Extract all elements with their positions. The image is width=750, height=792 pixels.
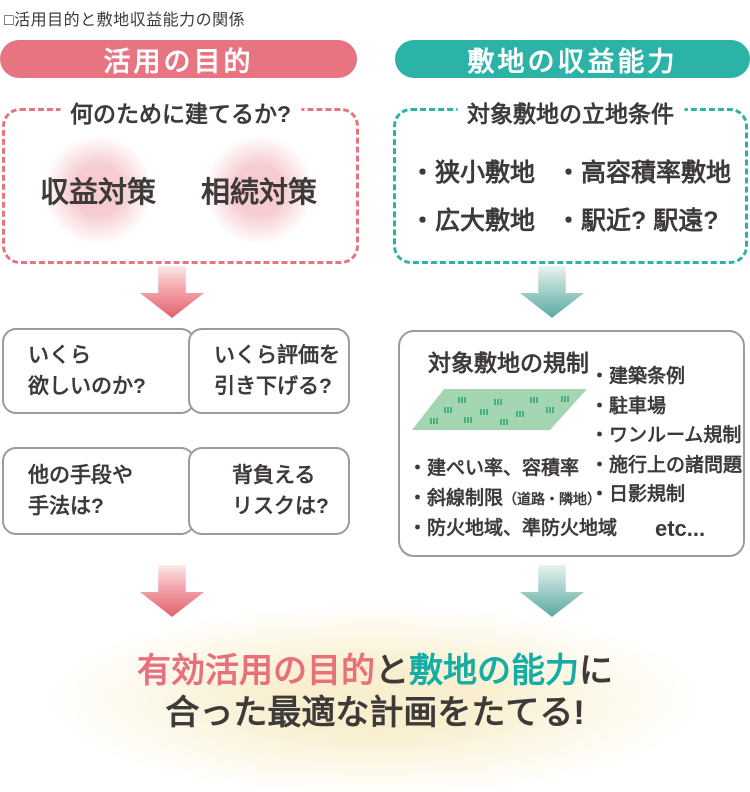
down-arrow-teal-icon: [520, 266, 584, 318]
question-line: リスクは?: [232, 495, 329, 518]
question-line: 欲しいのか?: [28, 375, 146, 398]
regulation-item: ・建ぺい率、容積率: [408, 458, 580, 479]
conclusion-line-1: 有効活用の目的と敷地の能力に: [137, 652, 613, 690]
question-box-bearable-risk: 背負える リスクは?: [188, 447, 350, 535]
header-utilization-purpose: 活用の目的: [0, 40, 357, 78]
conclusion-purpose-phrase: 有効活用の目的: [137, 652, 375, 690]
question-box-how-much-want: いくら 欲しいのか?: [2, 328, 195, 414]
highlight-glow: [0, 598, 750, 792]
regulation-list-right: ・建築条例 ・駐車場 ・ワンルーム規制 ・施行上の諸問題 ・日影規制: [590, 362, 742, 510]
bubble-profit-label: 収益対策: [40, 177, 157, 209]
question-box-other-methods: 他の手段や 手法は?: [2, 447, 195, 535]
bubble-inheritance-measures: 相続対策: [201, 135, 318, 245]
question-line: 手法は?: [28, 495, 104, 518]
site-regulations-box: 対象敷地の規制 ・建ぺい率、容積率 ・斜線制限（道路・隣地） ・防火地域、準防火…: [398, 330, 745, 557]
question-line: 他の手段や: [28, 464, 133, 487]
page-title: □活用目的と敷地収益能力の関係: [4, 12, 246, 29]
question-line: いくら評価を: [214, 344, 340, 367]
question-line: 背負える: [232, 464, 316, 487]
condition-high-far-site: ・高容積率敷地: [556, 159, 732, 187]
site-conditions-dashed-box: 対象敷地の立地条件 ・狭小敷地 ・高容積率敷地 ・広大敷地 ・駅近? 駅遠?: [393, 95, 748, 264]
condition-station-distance: ・駅近? 駅遠?: [556, 207, 719, 235]
regulation-item: ・防火地域、準防火地域: [408, 518, 618, 539]
question-line: 引き下げる?: [214, 375, 332, 398]
regulation-item: ・日影規制: [590, 484, 686, 505]
bubble-profit-measures: 収益対策: [40, 135, 157, 245]
purpose-dashed-label: 何のために建てるか?: [59, 95, 302, 129]
question-box-lower-valuation: いくら評価を 引き下げる?: [188, 328, 350, 414]
conclusion-text: 有効活用の目的と敷地の能力に 合った最適な計画をたてる!: [0, 650, 750, 734]
question-line: いくら: [28, 344, 91, 367]
regulation-item: ・ワンルーム規制: [590, 425, 742, 446]
down-arrow-pink-icon: [140, 266, 204, 318]
condition-small-site: ・狭小敷地: [410, 159, 536, 187]
conclusion-capacity-phrase: 敷地の能力: [409, 652, 579, 690]
condition-large-site: ・広大敷地: [410, 207, 536, 235]
regulation-etc-label: etc...: [655, 516, 706, 541]
regulation-item: ・斜線制限（道路・隣地）: [408, 488, 602, 509]
conclusion-line-2: 合った最適な計画をたてる!: [165, 694, 585, 732]
bubble-inheritance-label: 相続対策: [201, 177, 318, 209]
regulation-item: ・駐車場: [590, 395, 667, 417]
purpose-dashed-box: 何のために建てるか? 収益対策 相続対策: [2, 95, 359, 264]
land-plot-icon: [412, 389, 587, 430]
regulation-list-left: ・建ぺい率、容積率 ・斜線制限（道路・隣地） ・防火地域、準防火地域: [408, 454, 617, 544]
regulation-item: ・施行上の諸問題: [590, 454, 743, 476]
regulation-item: ・建築条例: [590, 366, 686, 387]
header-site-earning-capacity: 敷地の収益能力: [395, 40, 750, 78]
site-regulations-title: 対象敷地の規制: [428, 350, 589, 376]
site-conditions-dashed-label: 対象敷地の立地条件: [457, 95, 684, 129]
